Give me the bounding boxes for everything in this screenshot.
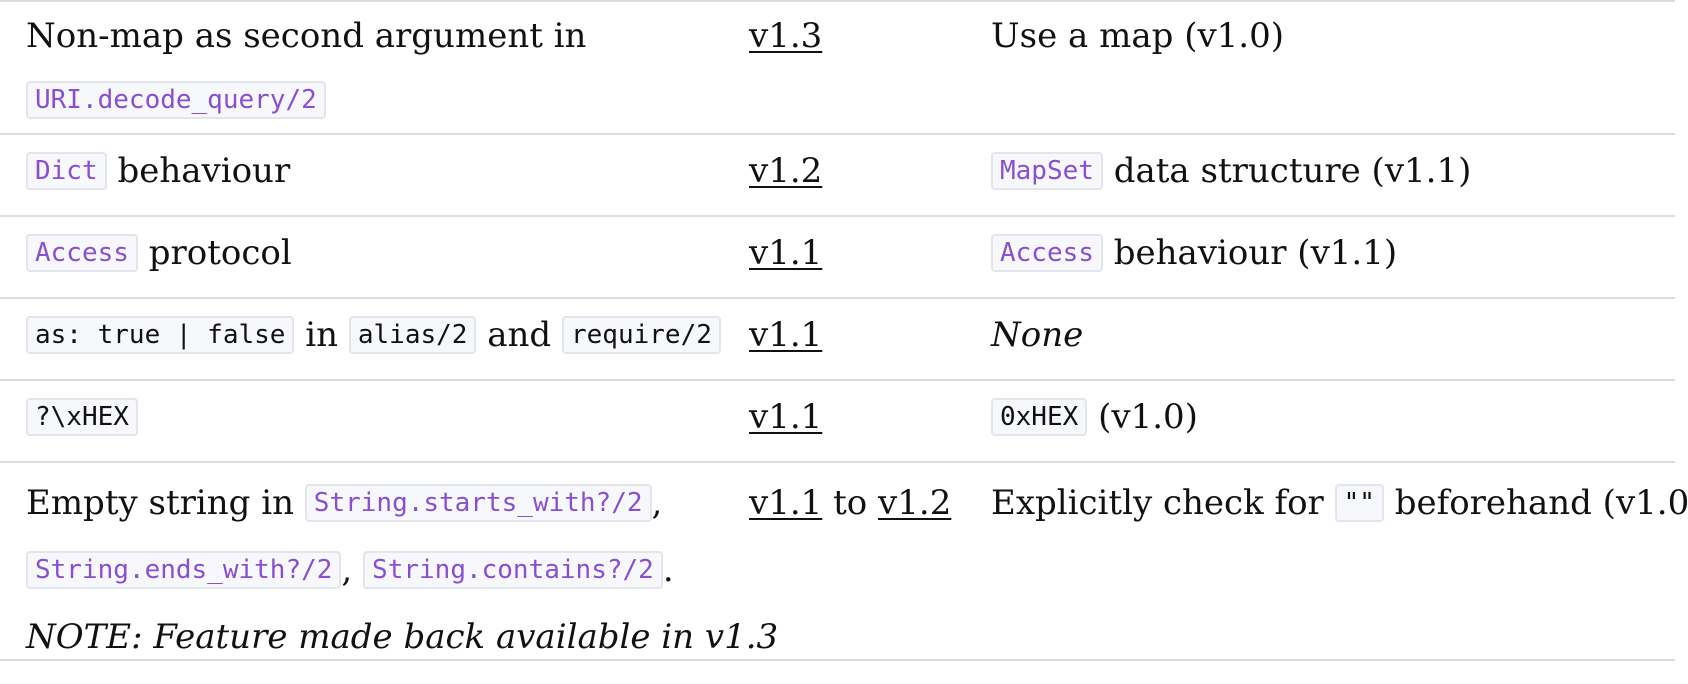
- replacement-text: None: [991, 315, 1084, 355]
- replacement-text: Use a map (v1.0): [991, 16, 1285, 56]
- replacement-cell: Use a map (v1.0): [991, 4, 1675, 68]
- deprecated-feature-cell: as: true | false in alias/2 and require/…: [26, 303, 726, 370]
- replacement-text: Explicitly check for: [991, 483, 1324, 523]
- code-link[interactable]: Access: [26, 234, 138, 272]
- code-link[interactable]: Dict: [26, 152, 107, 190]
- deprecated-feature-cell: ?\xHEX: [26, 385, 726, 452]
- feature-text: protocol: [148, 233, 292, 273]
- version-link[interactable]: v1.3: [749, 16, 823, 56]
- code-snippet: "": [1334, 484, 1384, 522]
- version-cell: v1.1: [749, 385, 979, 449]
- version-link[interactable]: v1.1: [749, 397, 823, 437]
- version-cell: v1.1: [749, 303, 979, 367]
- table-row: ?\xHEX v1.1 0xHEX (v1.0): [0, 381, 1675, 463]
- replacement-cell: None: [991, 303, 1675, 367]
- replacement-text: data structure (v1.1): [1113, 151, 1472, 191]
- code-snippet: require/2: [562, 316, 721, 354]
- deprecated-feature-cell: Empty string in String.starts_with?/2, S…: [26, 471, 778, 669]
- replacement-text: (v1.0): [1098, 397, 1198, 437]
- code-link[interactable]: MapSet: [991, 152, 1103, 190]
- deprecated-feature-cell: Dict behaviour: [26, 139, 726, 206]
- table-row: Empty string in String.starts_with?/2, S…: [0, 463, 1688, 661]
- replacement-cell: MapSet data structure (v1.1): [991, 139, 1675, 206]
- note-text: : Feature made back available in v1.3: [131, 617, 779, 657]
- version-separator: to: [833, 483, 868, 523]
- version-cell: v1.3: [749, 4, 979, 68]
- deprecated-feature-cell: Access protocol: [26, 221, 726, 288]
- feature-text: behaviour: [117, 151, 291, 191]
- feature-text: in: [305, 315, 339, 355]
- table-row: Non-map as second argument in URI.decode…: [0, 0, 1675, 135]
- version-cell: v1.1: [749, 221, 979, 285]
- code-link[interactable]: String.contains?/2: [363, 551, 663, 589]
- version-cell: v1.2: [749, 139, 979, 203]
- code-link[interactable]: Access: [991, 234, 1103, 272]
- code-snippet: alias/2: [348, 316, 477, 354]
- feature-text: and: [487, 315, 552, 355]
- feature-text: Non-map as second argument in: [26, 16, 587, 56]
- deprecated-feature-cell: Non-map as second argument in URI.decode…: [26, 4, 726, 135]
- code-link[interactable]: URI.decode_query/2: [26, 81, 326, 119]
- deprecations-table: Non-map as second argument in URI.decode…: [0, 0, 1688, 661]
- replacement-text: beforehand (v1.0): [1394, 483, 1688, 523]
- version-link[interactable]: v1.1: [749, 483, 823, 523]
- code-snippet: ?\xHEX: [26, 398, 138, 436]
- replacement-cell: Explicitly check for "" beforehand (v1.0…: [991, 471, 1688, 538]
- version-link[interactable]: v1.2: [749, 151, 823, 191]
- version-link[interactable]: v1.2: [878, 483, 952, 523]
- note-label: NOTE: [26, 617, 132, 657]
- replacement-cell: 0xHEX (v1.0): [991, 385, 1675, 452]
- version-link[interactable]: v1.1: [749, 315, 823, 355]
- code-link[interactable]: String.starts_with?/2: [304, 484, 652, 522]
- code-snippet: as: true | false: [26, 316, 295, 354]
- table-row: as: true | false in alias/2 and require/…: [0, 299, 1675, 381]
- replacement-text: behaviour (v1.1): [1113, 233, 1398, 273]
- note: NOTE: Feature made back available in v1.…: [26, 605, 778, 669]
- table-row: Dict behaviour v1.2 MapSet data structur…: [0, 135, 1675, 217]
- code-link[interactable]: String.ends_with?/2: [26, 551, 342, 589]
- table-row: Access protocol v1.1 Access behaviour (v…: [0, 217, 1675, 299]
- code-snippet: 0xHEX: [991, 398, 1088, 436]
- version-link[interactable]: v1.1: [749, 233, 823, 273]
- version-cell: v1.1 to v1.2: [749, 471, 979, 535]
- replacement-cell: Access behaviour (v1.1): [991, 221, 1675, 288]
- feature-text: Empty string in: [26, 483, 294, 523]
